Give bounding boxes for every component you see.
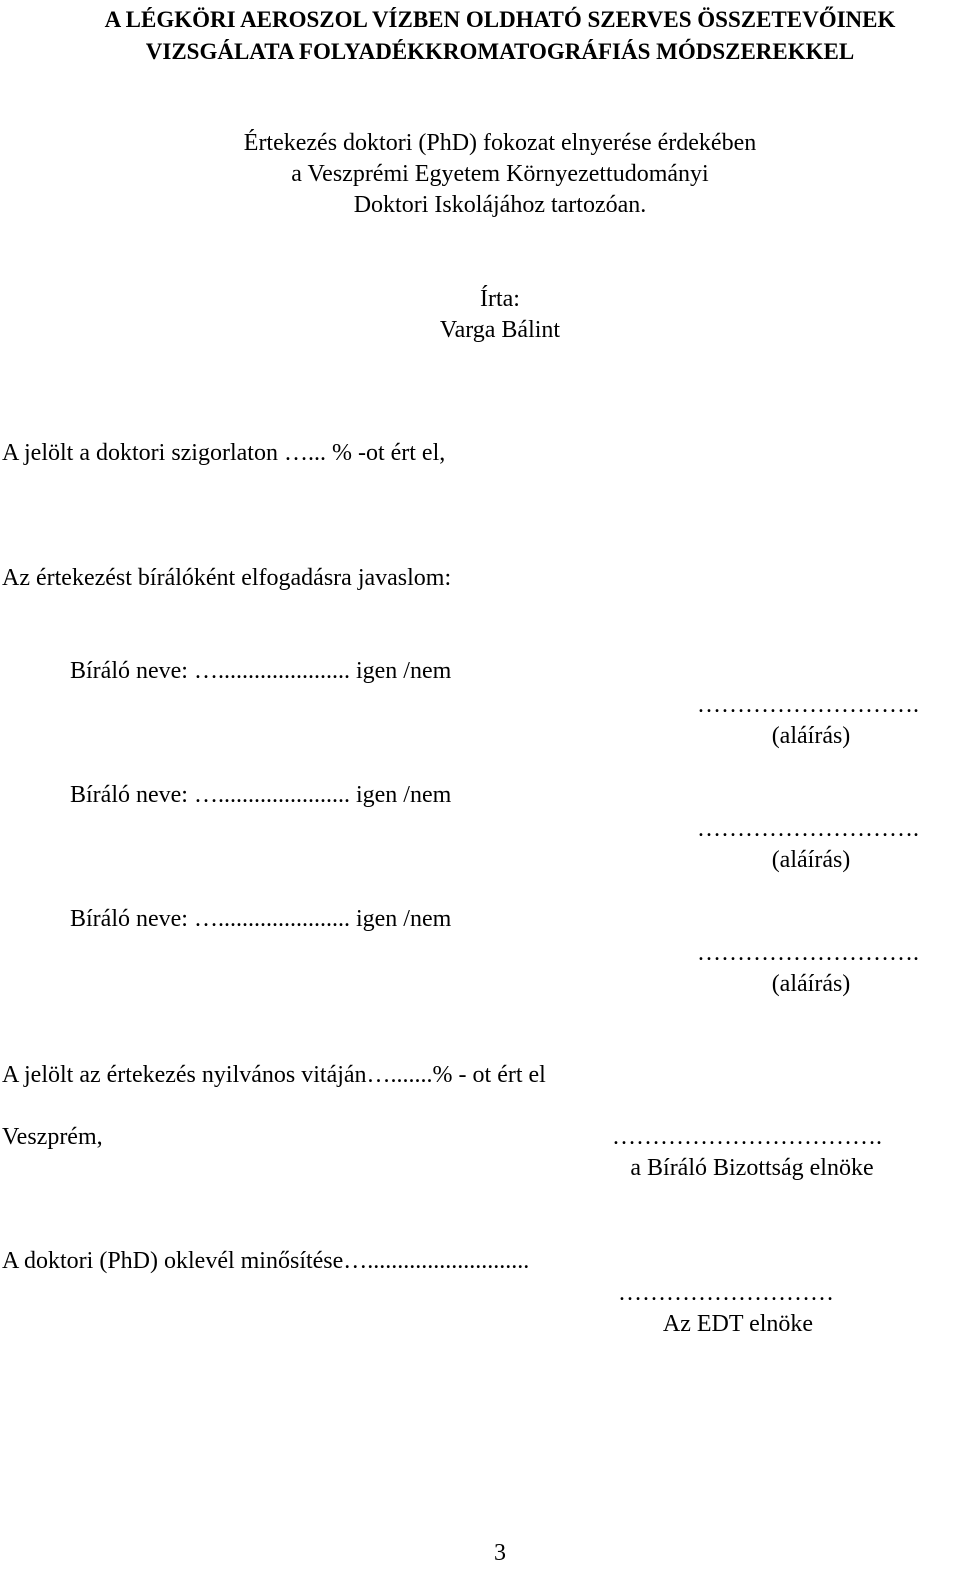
signature-label: (aláírás) [771,847,851,873]
author-label: Írta: [480,286,520,312]
subtitle-line-3: Doktori Iskolájához tartozóan. [353,192,647,218]
reviewer-signature-3: ………………………. (aláírás) [688,938,928,1000]
committee-chair-signature: ……………………………. a Bíráló Bizottság elnöke [612,1122,892,1184]
edt-chair-signature: ……………………… Az EDT elnöke [618,1278,898,1340]
author-block: Írta: Varga Bálint [0,284,960,346]
signature-dots: ……………………………. [612,1124,882,1150]
document-title: A LÉGKÖRI AEROSZOL VÍZBEN OLDHATÓ SZERVE… [0,4,960,68]
signature-dots: ………………………. [697,940,919,966]
subtitle-line-2: a Veszprémi Egyetem Környezettudományi [291,161,709,187]
signature-dots: ………………………. [697,816,919,842]
reviewer-signature-1: ………………………. (aláírás) [688,690,928,752]
signature-label: a Bíráló Bizottság elnöke [630,1155,874,1181]
signature-dots: ………………………. [697,692,919,718]
subtitle-line-1: Értekezés doktori (PhD) fokozat elnyerés… [243,130,757,156]
reviewer-line-1: Bíráló neve: …...................... ige… [70,658,452,684]
reviewer-line-2: Bíráló neve: …...................... ige… [70,782,452,808]
signature-label: Az EDT elnöke [662,1311,814,1337]
signature-label: (aláírás) [771,723,851,749]
recommendation-line: Az értekezést bírálóként elfogadásra jav… [2,565,452,591]
diploma-qualification-line: A doktori (PhD) oklevél minősítése….....… [2,1248,530,1274]
title-line-2: VIZSGÁLATA FOLYADÉKKROMATOGRÁFIÁS MÓDSZE… [145,39,855,64]
signature-dots: ……………………… [618,1280,834,1306]
title-line-1: A LÉGKÖRI AEROSZOL VÍZBEN OLDHATÓ SZERVE… [104,7,896,32]
place-line: Veszprém, [2,1124,103,1150]
signature-label: (aláírás) [771,971,851,997]
page-number: 3 [494,1540,506,1566]
author-name: Varga Bálint [439,317,561,343]
exam-result-line: A jelölt a doktori szigorlaton …... % -o… [2,440,446,466]
defense-result-line: A jelölt az értekezés nyilvános vitáján…… [2,1062,546,1088]
reviewer-signature-2: ………………………. (aláírás) [688,814,928,876]
subtitle: Értekezés doktori (PhD) fokozat elnyerés… [0,128,960,221]
reviewer-line-3: Bíráló neve: …...................... ige… [70,906,452,932]
